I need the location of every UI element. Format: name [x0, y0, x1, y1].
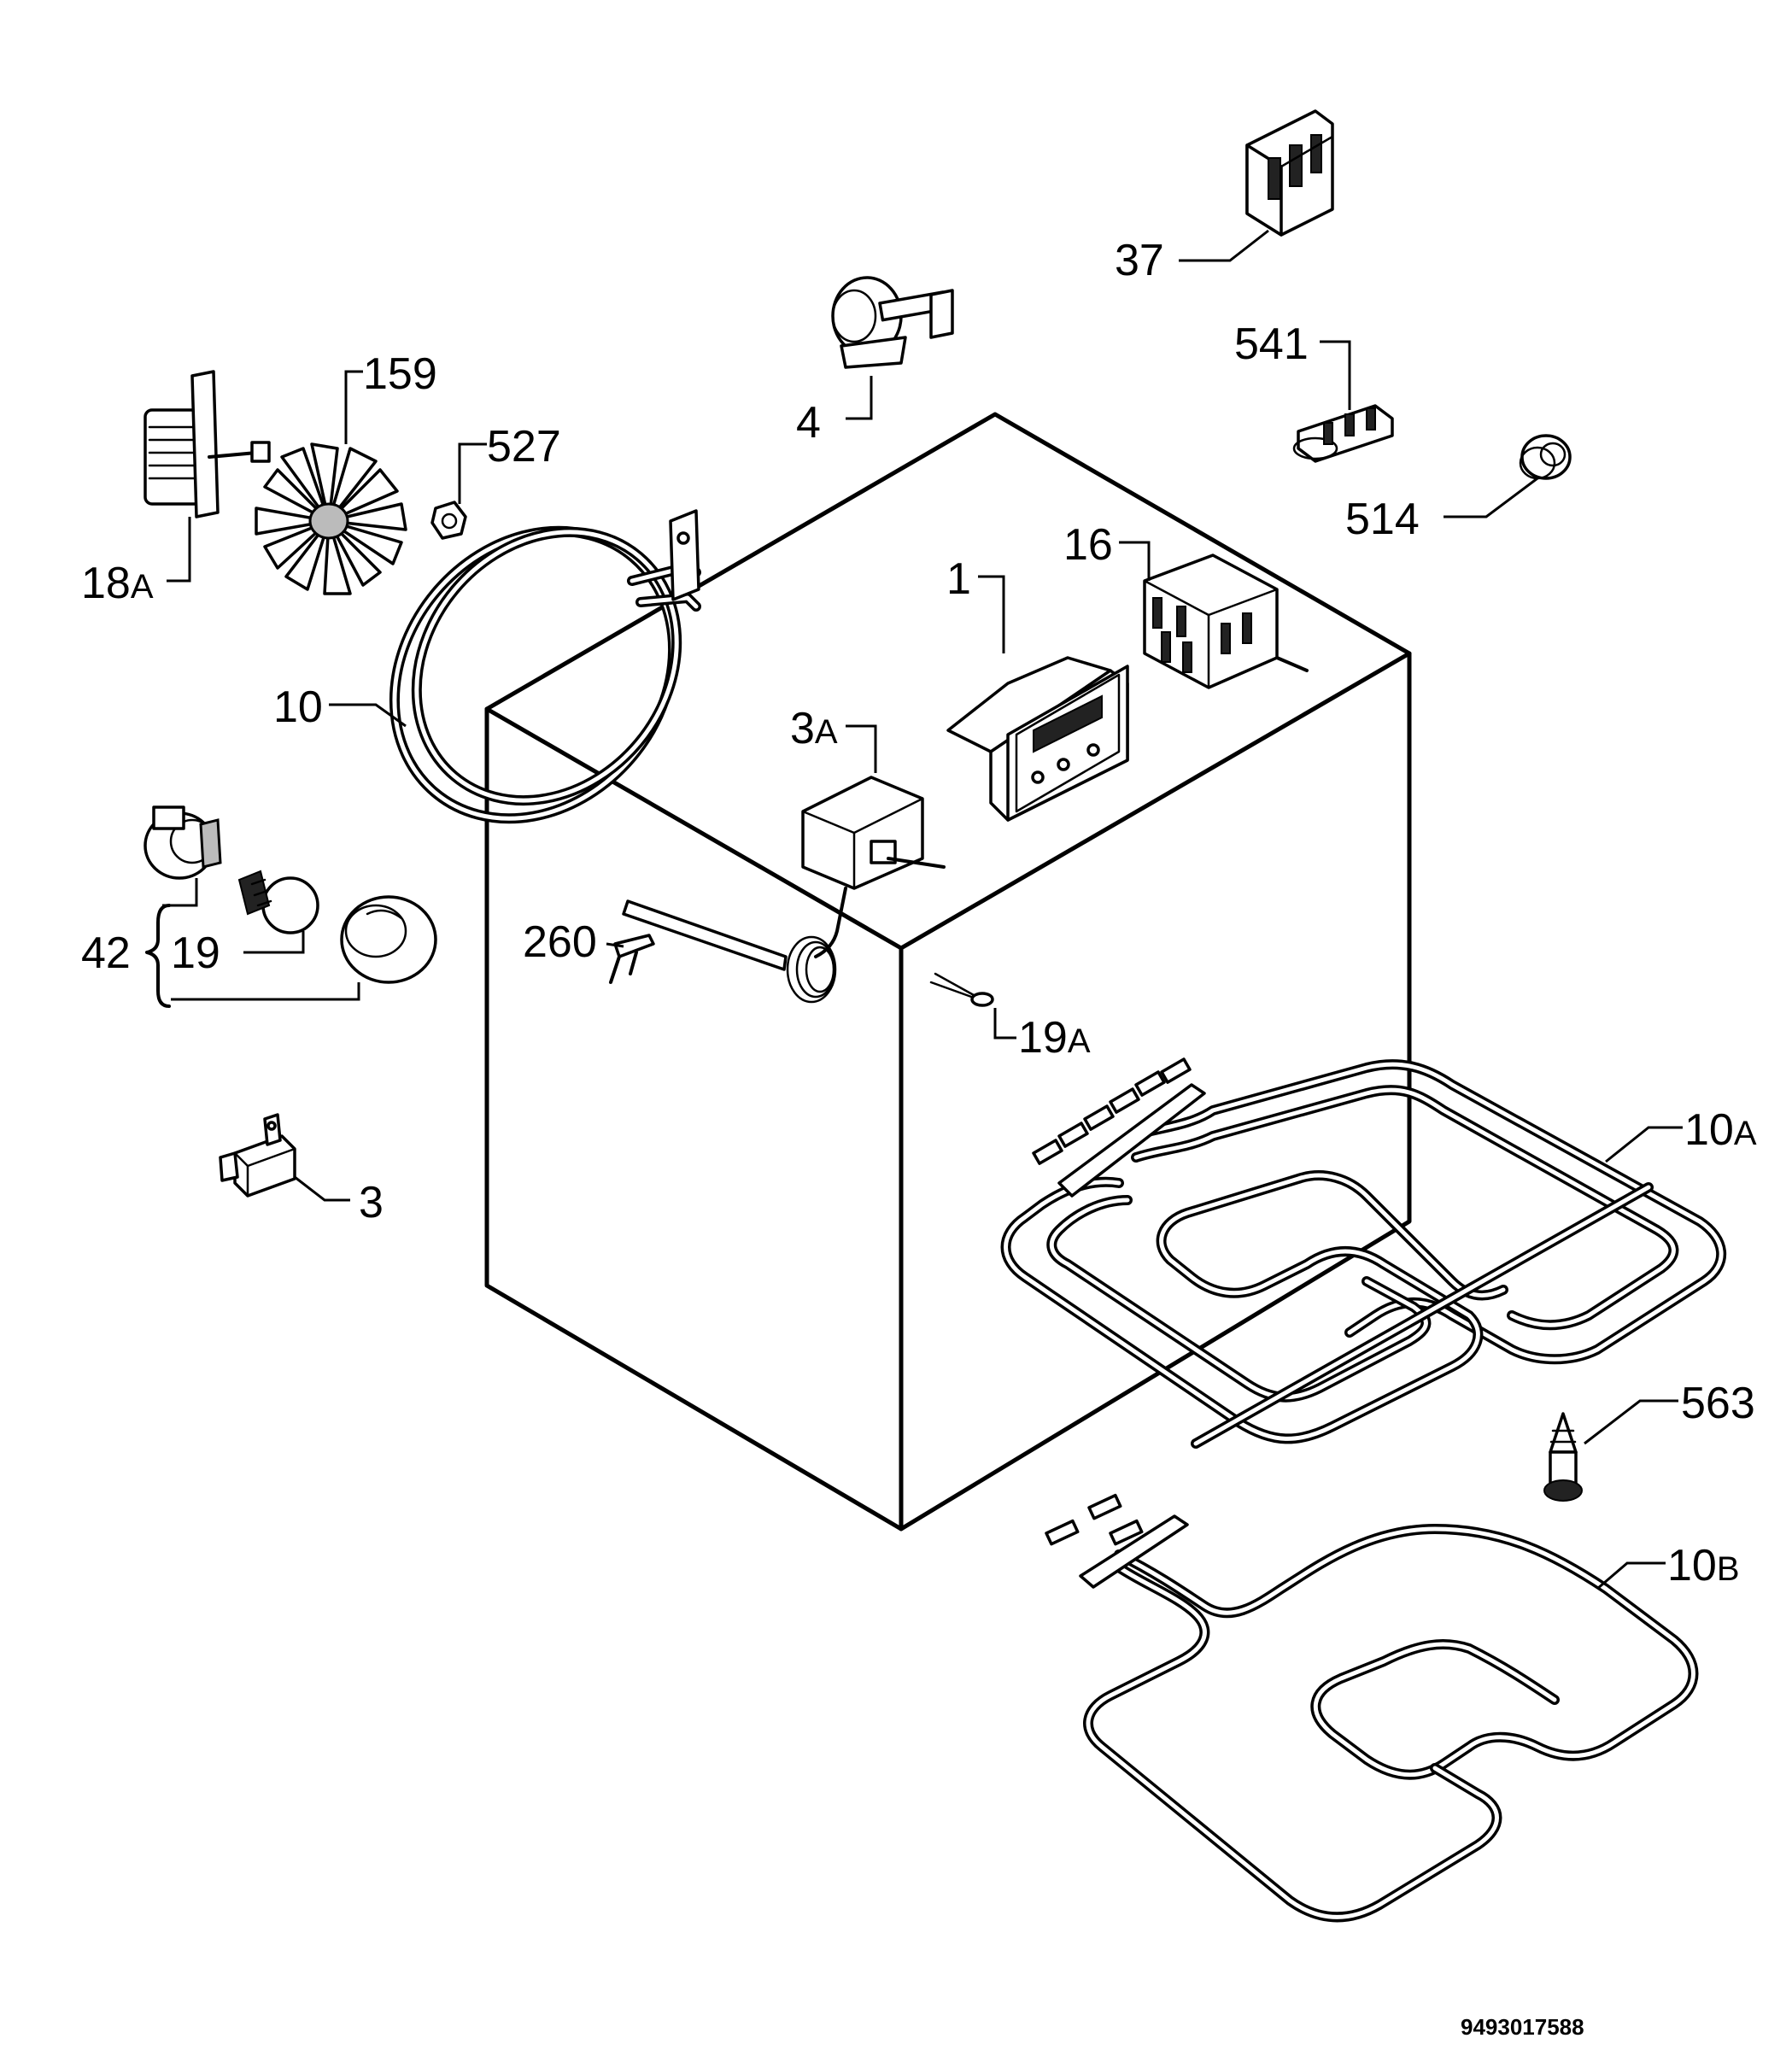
part-260-clip: 260 — [523, 917, 655, 984]
label-37: 37 — [1115, 236, 1164, 285]
label-16: 16 — [1063, 520, 1113, 570]
part-19-lamp-bulb — [237, 870, 319, 954]
label-541: 541 — [1234, 319, 1309, 369]
label-3a: 3A — [790, 704, 838, 753]
part-563-screw: 563 — [1543, 1379, 1755, 1502]
part-3-safety-thermostat: 3 — [219, 1113, 384, 1227]
label-159: 159 — [363, 349, 437, 399]
part-1-electronic-timer: 1 — [946, 554, 1129, 822]
part-10b-lower-heating-element: 10B — [1045, 1493, 1740, 1923]
label-527: 527 — [487, 422, 561, 472]
label-260: 260 — [523, 917, 597, 967]
part-16-selector-switch: 16 — [1063, 520, 1309, 689]
part-10a-upper-heating-element: 10A — [1000, 1057, 1757, 1449]
label-3: 3 — [359, 1178, 384, 1227]
part-3a-thermostat: 3A — [622, 704, 946, 1004]
part-18a-fan-motor: 18A — [81, 370, 271, 608]
part-4-motor: 4 — [796, 276, 954, 448]
label-10a: 10A — [1684, 1105, 1757, 1155]
doc-number: 9493017588 — [1461, 2014, 1584, 2040]
part-42-lamp-assembly: 42 19 — [81, 805, 437, 1008]
part-19a-lamp-connector: 19A — [929, 972, 1091, 1063]
part-527-nut: 527 — [430, 422, 561, 540]
oven-cavity-box — [484, 412, 1412, 1532]
label-19a: 19A — [1018, 1013, 1091, 1063]
part-541-terminal-block: 541 — [1234, 319, 1394, 463]
label-18a: 18A — [81, 559, 154, 608]
part-10-circular-heating-element: 10 — [273, 509, 701, 824]
part-159-fan-blade: 159 — [255, 349, 437, 595]
part-514-bushing: 514 — [1345, 434, 1572, 544]
label-563: 563 — [1681, 1379, 1755, 1428]
label-514: 514 — [1345, 495, 1420, 544]
label-10b: 10B — [1667, 1541, 1740, 1590]
label-10: 10 — [273, 682, 323, 732]
label-4: 4 — [796, 398, 821, 448]
part-37-switch-contact: 37 — [1115, 109, 1334, 285]
label-42: 42 — [81, 928, 131, 978]
label-19: 19 — [171, 928, 220, 978]
label-1: 1 — [946, 554, 971, 604]
